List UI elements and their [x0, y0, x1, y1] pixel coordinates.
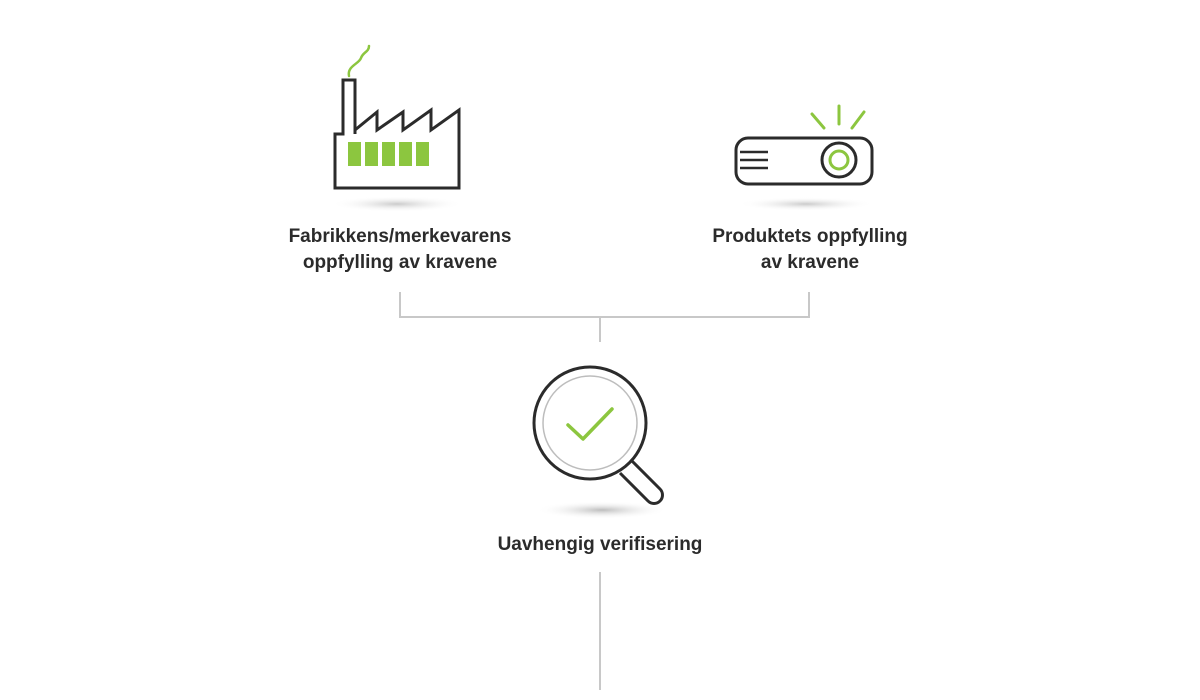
product-label-line-2: av kravene	[760, 252, 860, 273]
product-label: Produktets oppfylling av kravene	[680, 224, 940, 276]
factory-label-line-2: oppfylling av kravene	[302, 252, 498, 273]
verification-label: Uavhengig verifisering	[470, 532, 730, 558]
verification-label-line-1: Uavhengig verifisering	[497, 534, 703, 555]
product-label-line-1: Produktets oppfylling	[712, 226, 908, 247]
factory-label-line-1: Fabrikkens/merkevarens	[288, 226, 512, 247]
magnifier-check-icon	[520, 355, 690, 530]
factory-label: Fabrikkens/merkevarens oppfylling av kra…	[270, 224, 530, 276]
factory-icon	[325, 42, 475, 222]
projector-icon	[728, 96, 888, 226]
